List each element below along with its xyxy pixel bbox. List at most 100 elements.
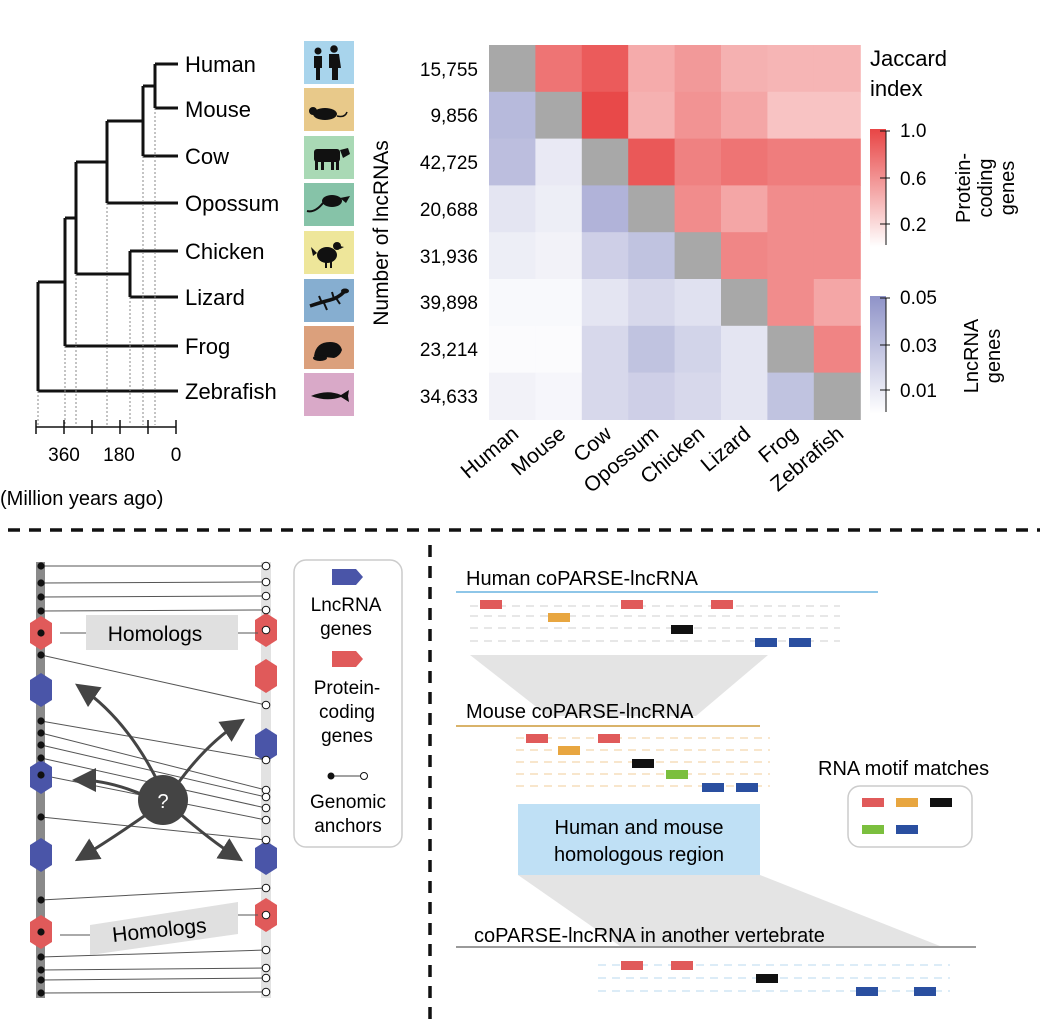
anchor-dot-left [37,651,45,659]
motif-mark-red [711,600,733,609]
heatmap-cell-protein [721,45,768,93]
heatmap-cell-lncrna [767,372,815,420]
legend-anchor-label: Genomic [310,792,386,813]
heatmap-cell-lncrna [674,325,722,374]
heatmap-cell-lncrna [581,325,629,374]
anchor-dot-left [37,928,45,936]
heatmap-cell-lncrna [581,372,629,420]
heatmap-cell-protein [767,279,815,327]
heatmap-cell-protein [721,138,768,186]
anchor-dot-left [37,771,45,779]
mouse-track-title: Mouse coPARSE-lncRNA [466,701,694,723]
legend-lncrna-label: genes [320,619,372,640]
legend-title: Jaccard [870,46,947,71]
anchor-dot-left [37,896,45,904]
heatmap-cell-lncrna [489,325,536,374]
protein-colorbar-label: genes [997,161,1019,216]
motif-mark-blue [856,987,878,996]
heatmap-cell-protein [767,138,815,186]
anchor-link [40,991,267,994]
lizard-icon [309,288,349,311]
anchor-dot-right [261,625,271,635]
count-labels: 15,755 9,856 42,725 20,688 31,936 39,898… [420,60,479,408]
heatmap-cell-protein [721,185,768,233]
heatmap-cell-lncrna [721,372,768,420]
heatmap-cell-lncrna [535,185,583,233]
motif-mark-black [632,759,654,768]
heatmap-cell-lncrna [721,325,768,374]
cow-icon [314,148,350,170]
anchor-dot-right [261,785,271,795]
region-label: Human and mouse [555,817,724,839]
lncrna-gene-icon [332,569,363,585]
heatmap-cell-protein [581,91,629,140]
protein-gene-right [255,659,277,693]
anchor-dot-left [37,717,45,725]
lncrna-colorbar [870,296,886,414]
anchor-dot-right [261,835,271,845]
lncrna-gene-left [30,838,52,872]
legend-protein-label: genes [321,726,373,747]
anchor-dot-right [261,577,271,587]
anchor-dot-right [261,591,271,601]
homologs-label-bottom: Homologs [111,914,207,947]
count-label: 23,214 [420,340,479,361]
heatmap-cell-lncrna [628,325,676,374]
species-label-zebrafish: Zebrafish [185,379,277,404]
human-dashes [470,605,840,642]
heatmap-cell-lncrna [628,279,676,327]
heatmap-cell-lncrna [581,185,629,233]
human-track-title: Human coPARSE-lncRNA [466,568,699,590]
anchor-dot-left [37,579,45,587]
heatmap-grid [489,45,861,420]
projection-bottom [518,875,940,946]
colorbar-tick: 0.2 [900,215,926,236]
alignment-panel: Human coPARSE-lncRNA Mouse coPARSE-lncRN… [456,568,989,996]
heatmap-cell-diagonal [628,185,676,233]
homologs-band-top [86,615,238,650]
anchor-link [40,654,267,706]
motif-mark-red [598,734,620,743]
zebrafish-icon [311,390,349,402]
lncrna-gene-right [255,841,277,875]
species-label-lizard: Lizard [185,285,245,310]
motif-legend-box [847,785,973,848]
count-label: 34,633 [420,387,478,408]
motif-mark-black [756,974,778,983]
species-label-human: Human [185,52,256,77]
anchor-dot-left [37,562,45,570]
homologs-band-bottom [90,902,238,955]
anchor-dot-right [261,910,271,920]
anchor-dot-right [261,963,271,973]
species-label-cow: Cow [185,144,229,169]
heatmap-cell-protein [628,45,676,93]
region-label: homologous region [554,844,724,866]
heatmap-cell-lncrna [674,279,722,327]
heatmap-cell-protein [813,325,861,374]
species-label-opossum: Opossum [185,191,279,216]
time-axis: 360 180 0 (Million years ago) [0,420,181,510]
anchor-dots [37,561,271,997]
frog-icon [313,342,342,361]
heatmap-cell-lncrna [535,372,583,420]
legend-anchor-label: anchors [314,816,382,837]
count-label: 39,898 [420,293,478,314]
heatmap-cell-protein [674,138,722,186]
heatmap-cell-diagonal [581,138,629,186]
chromosome-right [261,562,271,998]
colorbar-tick: 1.0 [900,121,926,142]
heatmap-cell-protein [813,45,861,93]
count-label: 42,725 [420,153,478,174]
anchor-dot-right [261,987,271,997]
question-node [138,775,188,825]
anchor-link [40,887,267,901]
heatmap-cell-protein [721,91,768,140]
heatmap-cell-protein [813,91,861,140]
heatmap-cell-protein [813,279,861,327]
anchor-dot-right [261,700,271,710]
legend-protein-label: Protein- [314,678,381,699]
heatmap-cell-protein [674,185,722,233]
motif-mark-orange [558,746,580,755]
anchor-circle-icon [360,772,368,780]
anchor-dot-right [261,605,271,615]
